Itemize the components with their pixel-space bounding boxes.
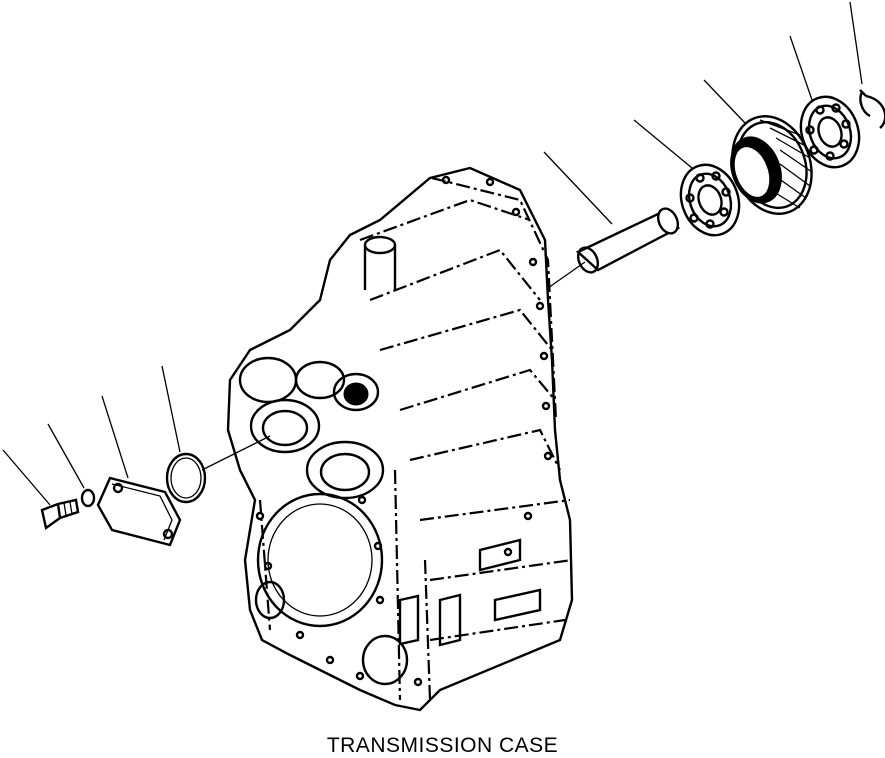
callout-leaders (2, 1, 863, 506)
cover-plate (96, 476, 182, 547)
bolt (40, 498, 80, 531)
lock-washer (80, 488, 96, 508)
snap-ring (859, 89, 885, 129)
shaft (575, 207, 681, 274)
ball-bearing (679, 163, 741, 237)
diagram-caption: TRANSMISSION CASE (326, 734, 559, 757)
gear (730, 115, 813, 215)
ball-bearing (799, 95, 861, 169)
o-ring (165, 452, 207, 504)
transmission-case (226, 166, 574, 712)
assembly-lines (201, 261, 586, 471)
